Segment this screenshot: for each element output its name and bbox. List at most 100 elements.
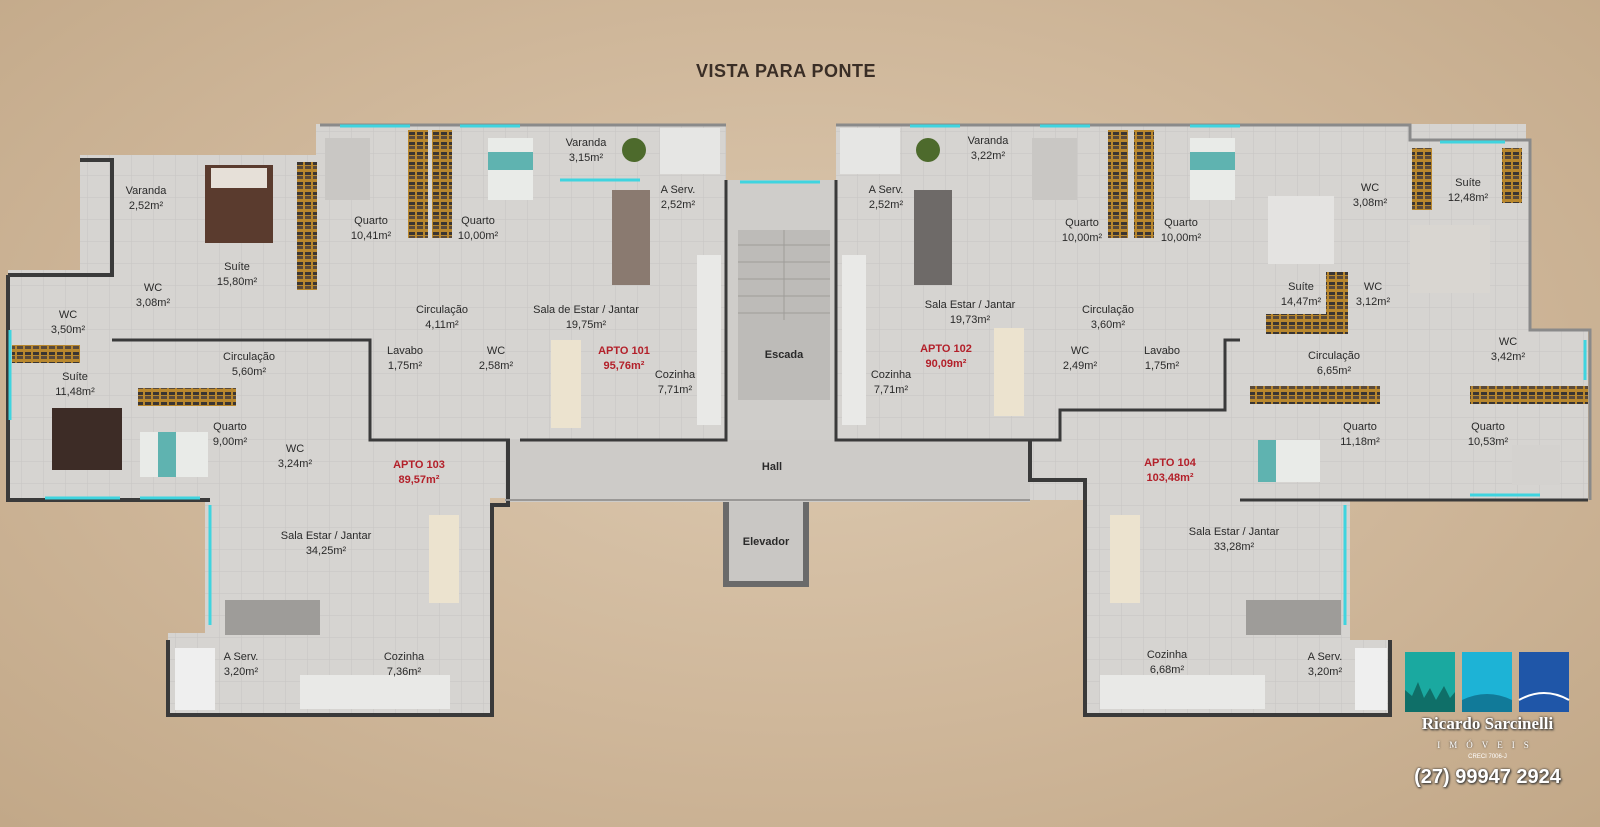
stair-label: Escada <box>764 349 804 361</box>
kitchen-counter <box>697 255 721 425</box>
apto-103-top-wall <box>8 158 114 277</box>
dining-table <box>551 340 581 428</box>
room-area: 6,68m² <box>1149 664 1185 676</box>
room-area: 33,28m² <box>1213 541 1255 553</box>
room-area: 2,52m² <box>128 200 164 212</box>
closet <box>1134 130 1154 238</box>
kitchen-counter <box>842 255 866 425</box>
room-label: A Serv.3,20m² <box>1308 650 1343 680</box>
kitchen-counter <box>1100 675 1265 709</box>
room-area: 14,47m² <box>1280 296 1322 308</box>
elevator-floor <box>726 502 806 584</box>
room-name: A Serv. <box>868 184 904 196</box>
room-label: A Serv.2,52m² <box>661 183 696 213</box>
room-label: Cozinha 7,71m² <box>655 368 695 398</box>
room-name: Sala Estar / Jantar <box>1188 526 1280 538</box>
room-area: 2,52m² <box>868 199 904 211</box>
room-area: 11,18m² <box>1340 436 1380 448</box>
furniture <box>12 128 1588 710</box>
hall-label: Hall <box>761 461 783 473</box>
closet <box>138 388 236 406</box>
room-name: Suíte <box>62 371 88 383</box>
room-name: Circulação <box>1308 350 1360 362</box>
apto-104-label: APTO 104 103,48m² <box>1144 456 1196 486</box>
bed <box>52 408 122 470</box>
room-area: 5,60m² <box>231 366 267 378</box>
room-name: Sala de Estar / Jantar <box>533 304 639 316</box>
room-area: 10,00m² <box>1061 232 1103 244</box>
room-name: Quarto <box>1343 421 1377 433</box>
dining-table <box>429 515 459 603</box>
dining-table <box>994 328 1024 416</box>
room-name: Lavabo <box>1143 345 1181 357</box>
room-name: Cozinha <box>654 369 696 381</box>
apto-102-bottom-wall <box>834 180 1240 442</box>
laundry-tank <box>840 128 900 174</box>
windows <box>8 124 1587 625</box>
room-name: A Serv. <box>223 651 259 663</box>
room-name: WC <box>285 443 305 455</box>
room-area: 2,58m² <box>478 360 514 372</box>
room-area: 7,71m² <box>873 384 909 396</box>
bed <box>1268 196 1334 264</box>
apto-102-label: APTO 102 90,09m² <box>920 342 972 372</box>
apto-103-label: APTO 103 89,57m² <box>393 458 445 488</box>
bed <box>1410 225 1490 293</box>
room-name: Cozinha <box>1146 649 1188 661</box>
room-area: 1,75m² <box>1144 360 1180 372</box>
bed <box>1032 138 1077 200</box>
room-name: Cozinha <box>383 651 425 663</box>
plant <box>916 138 940 162</box>
room-area: 10,53m² <box>1467 436 1509 448</box>
room-area: 1,75m² <box>387 360 423 372</box>
room-area: 3,12m² <box>1355 296 1391 308</box>
room-name: A Serv. <box>660 184 696 196</box>
room-area: 7,71m² <box>657 384 693 396</box>
room-label: Quarto 10,53m² <box>1468 420 1508 450</box>
closet <box>1108 130 1128 238</box>
apto-102-104-top-wall <box>836 123 1592 500</box>
room-label: A Serv. 2,52m² <box>869 183 904 213</box>
room-name: WC <box>58 309 78 321</box>
room-area: 3,08m² <box>135 297 171 309</box>
apt-name: APTO 104 <box>1144 457 1196 469</box>
closet <box>12 345 80 363</box>
room-name: Sala Estar / Jantar <box>280 530 372 542</box>
room-name: Suíte <box>1455 177 1481 189</box>
room-area: 2,49m² <box>1062 360 1098 372</box>
laundry-tank <box>175 648 215 710</box>
brand-creci: CRECI 7006-J <box>1468 754 1507 760</box>
apt-name: APTO 102 <box>920 343 972 355</box>
skyline-logo-icon <box>1405 652 1570 712</box>
room-name: Quarto <box>1164 217 1198 229</box>
closet <box>1502 148 1522 203</box>
room-name: A Serv. <box>1307 651 1343 663</box>
room-label: Sala Estar / Jantar 33,28m² <box>1189 525 1280 555</box>
room-name: WC <box>1070 345 1090 357</box>
room-area: 10,00m² <box>1160 232 1202 244</box>
room-name: Sala Estar / Jantar <box>924 299 1016 311</box>
sofa <box>612 190 650 285</box>
room-area: 11,48m² <box>55 386 95 398</box>
apt-area: 90,09m² <box>925 358 967 370</box>
apt-name: APTO 101 <box>598 345 650 357</box>
apt-name: APTO 103 <box>393 459 445 471</box>
room-name: Quarto <box>1471 421 1505 433</box>
room-area: 3,15m² <box>568 152 604 164</box>
page-title: VISTA PARA PONTE <box>695 61 877 81</box>
room-area: 10,41m² <box>350 230 392 242</box>
